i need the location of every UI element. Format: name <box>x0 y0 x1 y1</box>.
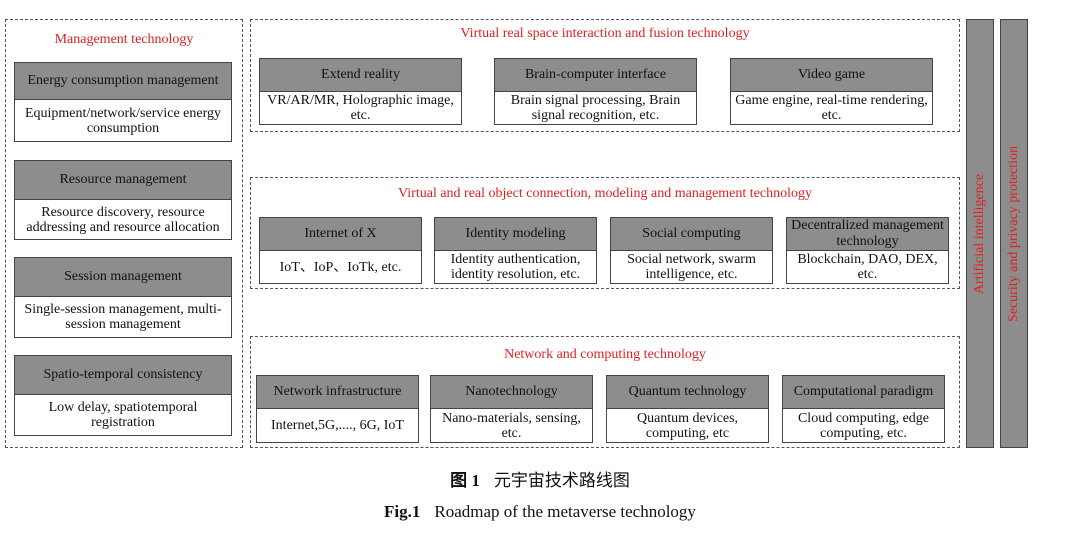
card-head: Quantum technology <box>606 375 769 409</box>
card-body: Brain signal processing, Brain signal re… <box>494 92 697 125</box>
card-head: Network infrastructure <box>256 375 419 409</box>
connection-panel <box>250 177 960 289</box>
connection-card-iox: Internet of X IoT、IoP、IoTk, etc. <box>259 217 422 284</box>
card-body: Single-session management, multi-session… <box>14 297 232 338</box>
network-card-paradigm: Computational paradigm Cloud computing, … <box>782 375 945 443</box>
interaction-card-xr: Extend reality VR/AR/MR, Holographic ima… <box>259 58 462 125</box>
card-body: Internet,5G,...., 6G, IoT <box>256 409 419 443</box>
management-title: Management technology <box>54 32 194 47</box>
management-card-resource: Resource management Resource discovery, … <box>14 160 232 240</box>
card-head: Decentralized management technology <box>786 217 949 251</box>
card-body: Identity authentication, identity resolu… <box>434 251 597 284</box>
card-head: Spatio-temporal consistency <box>14 355 232 395</box>
card-body: Low delay, spatiotemporal registration <box>14 395 232 436</box>
management-card-energy: Energy consumption management Equipment/… <box>14 62 232 142</box>
network-card-quantum: Quantum technology Quantum devices, comp… <box>606 375 769 443</box>
network-panel <box>250 336 960 448</box>
card-head: Extend reality <box>259 58 462 92</box>
security-bar-label: Security and privacy protection <box>1006 145 1021 322</box>
caption-cn: 图 1 元宇宙技术路线图 <box>0 466 1080 491</box>
card-head: Energy consumption management <box>14 62 232 100</box>
card-body: VR/AR/MR, Holographic image, etc. <box>259 92 462 125</box>
interaction-card-bci: Brain-computer interface Brain signal pr… <box>494 58 697 125</box>
management-card-session: Session management Single-session manage… <box>14 257 232 338</box>
network-card-infrastructure: Network infrastructure Internet,5G,....,… <box>256 375 419 443</box>
card-body: Resource discovery, resource addressing … <box>14 200 232 240</box>
card-body: Blockchain, DAO, DEX, etc. <box>786 251 949 284</box>
card-body: Cloud computing, edge computing, etc. <box>782 409 945 443</box>
card-head: Social computing <box>610 217 773 251</box>
interaction-title: Virtual real space interaction and fusio… <box>460 26 750 41</box>
caption-en: Fig.1 Roadmap of the metaverse technology <box>0 502 1080 522</box>
caption-cn-label: 图 1 <box>450 471 480 490</box>
management-panel <box>5 19 243 448</box>
caption-en-label: Fig.1 <box>384 502 421 521</box>
caption-cn-text: 元宇宙技术路线图 <box>493 471 630 490</box>
card-head: Identity modeling <box>434 217 597 251</box>
card-body: Equipment/network/service energy consump… <box>14 100 232 142</box>
card-body: Nano-materials, sensing, etc. <box>430 409 593 443</box>
card-head: Session management <box>14 257 232 297</box>
ai-bar-label: Artificial intelligence <box>972 173 987 294</box>
network-card-nanotech: Nanotechnology Nano-materials, sensing, … <box>430 375 593 443</box>
connection-title: Virtual and real object connection, mode… <box>398 186 812 201</box>
network-title: Network and computing technology <box>504 347 706 362</box>
card-body: Quantum devices, computing, etc <box>606 409 769 443</box>
card-head: Nanotechnology <box>430 375 593 409</box>
interaction-panel <box>250 19 960 132</box>
connection-card-social: Social computing Social network, swarm i… <box>610 217 773 284</box>
card-head: Resource management <box>14 160 232 200</box>
security-bar: Security and privacy protection <box>1000 19 1028 448</box>
card-body: IoT、IoP、IoTk, etc. <box>259 251 422 284</box>
interaction-card-videogame: Video game Game engine, real-time render… <box>730 58 933 125</box>
card-head: Video game <box>730 58 933 92</box>
card-body: Game engine, real-time rendering, etc. <box>730 92 933 125</box>
card-head: Internet of X <box>259 217 422 251</box>
caption-en-text: Roadmap of the metaverse technology <box>434 502 696 521</box>
connection-card-identity: Identity modeling Identity authenticatio… <box>434 217 597 284</box>
connection-card-decentralized: Decentralized management technology Bloc… <box>786 217 949 284</box>
card-body: Social network, swarm intelligence, etc. <box>610 251 773 284</box>
management-card-spatiotemporal: Spatio-temporal consistency Low delay, s… <box>14 355 232 436</box>
ai-bar: Artificial intelligence <box>966 19 994 448</box>
card-head: Brain-computer interface <box>494 58 697 92</box>
card-head: Computational paradigm <box>782 375 945 409</box>
